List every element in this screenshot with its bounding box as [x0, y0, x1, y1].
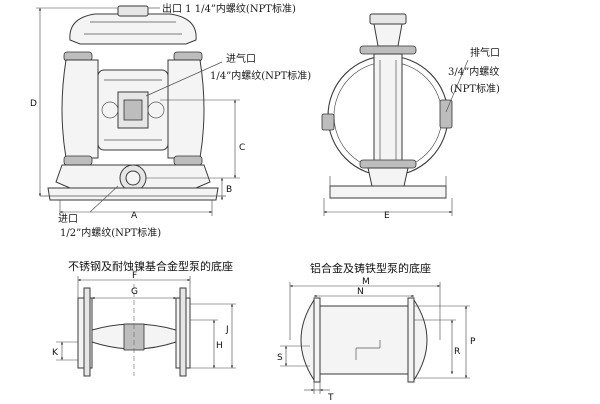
dim-label-S: S: [277, 353, 283, 363]
dim-label-K: K: [52, 348, 59, 358]
stainless-base-caption: 不锈钢及耐蚀镍基合金型泵的底座: [68, 259, 233, 273]
side-view: E: [321, 13, 469, 221]
dim-label-P: P: [470, 337, 476, 347]
dim-label-R: R: [454, 347, 460, 357]
dim-label-A: A: [131, 211, 138, 221]
exhaust-spec-2: (NPT标准): [450, 83, 500, 95]
dim-label-M: M: [362, 277, 370, 287]
dim-label-N: N: [357, 287, 364, 297]
air-inlet-spec: 1/4”内螺纹(NPT标准): [210, 69, 311, 82]
dim-label-J: J: [225, 325, 229, 335]
exhaust-title: 排气口: [470, 46, 500, 59]
front-view: D C B A: [30, 5, 245, 221]
dim-label-E: E: [384, 211, 390, 221]
inlet-spec: 1/2”内螺纹(NPT标准): [60, 226, 161, 239]
dim-label-F: F: [132, 271, 137, 281]
air-inlet-title: 进气口: [226, 52, 256, 65]
dim-label-D: D: [30, 99, 37, 109]
dim-label-H: H: [216, 341, 223, 351]
dim-label-T: T: [327, 393, 334, 403]
aluminum-base-view: M N P R S T: [277, 277, 476, 403]
aluminum-base-caption: 铝合金及铸铁型泵的底座: [310, 261, 431, 275]
dim-label-B: B: [226, 185, 232, 195]
dim-label-C: C: [239, 143, 245, 153]
stainless-base-view: F G J H K: [52, 271, 236, 377]
exhaust-spec-1: 3/4”内螺纹: [448, 65, 499, 78]
outlet-callout: 出口 1 1/4”内螺纹(NPT标准): [162, 2, 296, 15]
inlet-title: 进口: [58, 213, 78, 225]
dim-label-G: G: [131, 287, 138, 297]
